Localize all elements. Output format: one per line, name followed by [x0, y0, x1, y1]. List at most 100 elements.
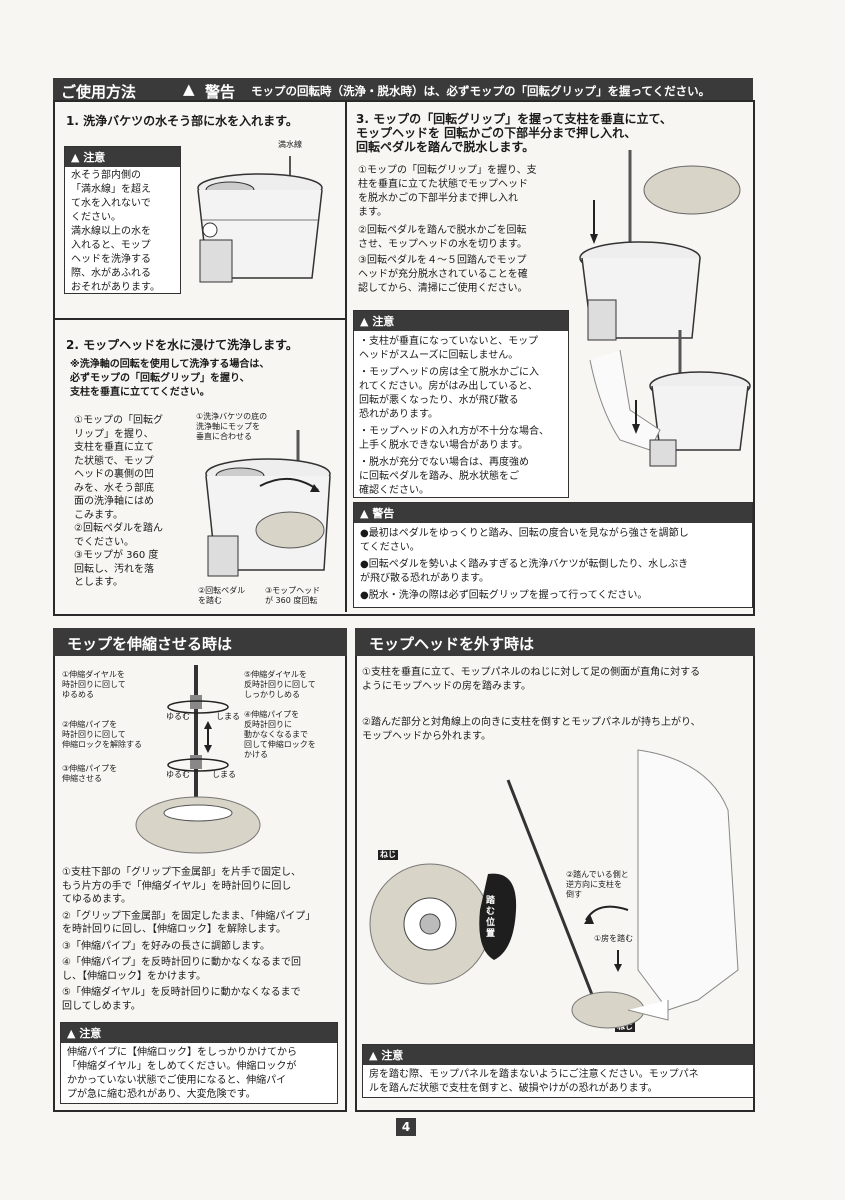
- text-line: ③モップヘッド: [265, 586, 321, 595]
- text-line: ・モップヘッドの入れ方が不十分な場合、: [359, 426, 549, 437]
- text-line: プが急に縮む恐れがあり、大変危険です。: [67, 1089, 256, 1100]
- extend-callout-1: ①伸縮ダイヤルを時計回りに回してゆるめる: [62, 670, 126, 700]
- extend-steps: ①支柱下部の「グリップ下金属部」を片手で固定し、もう片方の手で「伸縮ダイヤル」を…: [62, 866, 315, 1016]
- text-line: ます。: [358, 207, 387, 218]
- remove-caution-text: 房を踏む際、モップパネルを踏まないようにご注意ください。モップパネルを踏んだ状態…: [363, 1065, 753, 1099]
- text-line: ③「伸縮パイプ」を好みの長さに調節します。: [62, 940, 270, 952]
- text-line: もう片方の手で「伸縮ダイヤル」を時計回りに回し: [62, 880, 292, 892]
- caution-item: ・モップヘッドの房は全て脱水かごに入れてください。房がはみ出していると、回転が悪…: [359, 366, 563, 422]
- text-line: ③モップが 360 度: [74, 550, 159, 561]
- text-line: かける: [244, 750, 268, 759]
- tighten-label-2: しまる: [212, 770, 236, 779]
- text-line: 倒す: [566, 890, 582, 899]
- text-line: させ、モップヘッドの水を切ります。: [358, 239, 527, 250]
- warning-icon: ▲: [360, 507, 369, 520]
- text-line: を時計回りに回し、【伸縮ロック】を解除します。: [62, 924, 286, 935]
- extend-caution-box: ▲ 注意 伸縮パイプに【伸縮ロック】をしっかりかけてから「伸縮ダイヤル」をしめて…: [60, 1022, 338, 1104]
- text-line: 洗浄軸にモップを: [196, 422, 260, 431]
- text-line: 柱を垂直に立てた状態でモップヘッド: [358, 179, 528, 190]
- text-line: れてください。房がはみ出していると、: [359, 381, 538, 392]
- text-line: 「伸縮ダイヤル」をしめてください。伸縮ロックが: [67, 1061, 297, 1072]
- text-line: た状態で、モップ: [74, 455, 154, 467]
- text-line: 回転ペダルを踏んで脱水します。: [356, 140, 535, 154]
- text-line: モップヘッドから外れます。: [362, 731, 491, 742]
- text-line: ●脱水・洗浄の際は必ず回転グリップを握って行ってください。: [360, 590, 648, 601]
- step3-warning-header: ▲ 警告: [354, 503, 752, 523]
- text-line: 伸縮ロックを解除する: [62, 740, 142, 749]
- warning-item: ●最初はペダルをゆっくりと踏み、回転の度合いを見ながら強さを調節してください。: [360, 527, 746, 555]
- text-line: 回転が悪くなったり、水が飛び散る: [359, 395, 519, 406]
- loosen-label-2: ゆるむ: [166, 770, 190, 779]
- bucket-illustration-1: [197, 156, 323, 283]
- step1-caution-label: 注意: [83, 151, 106, 164]
- extend-caution-text: 伸縮パイプに【伸縮ロック】をしっかりかけてから「伸縮ダイヤル」をしめてください。…: [61, 1043, 337, 1105]
- text-line: みを、水そう部底: [74, 482, 154, 494]
- extend-step: ②「グリップ下金属部」を固定したまま、「伸縮パイプ」を時計回りに回し、【伸縮ロッ…: [62, 910, 315, 937]
- text-line: ②踏んでいる側と: [566, 870, 629, 879]
- text-line: ②回転ペダル: [198, 586, 246, 595]
- extend-step: ④「伸縮パイプ」を反時計回りに動かなくなるまで回し、【伸縮ロック】をかけます。: [62, 956, 315, 983]
- step3-caution-label: 注意: [372, 315, 395, 328]
- text-line: 必ずモップの「回転グリップ」を握り、: [70, 373, 250, 384]
- step1-caution-box: ▲ 注意 水そう部内側の「満水線」を超えて水を入れないでください。満水線以上の水…: [64, 146, 181, 294]
- step2-callout-pedal: ②回転ペダルを踏む: [198, 586, 245, 606]
- text-line: 逆方向に支柱を: [566, 880, 622, 889]
- spin-dry-illustration: [579, 150, 751, 467]
- text-line: おそれがあります。: [71, 282, 160, 293]
- text-line: が飛び散る恐れがあります。: [360, 573, 489, 584]
- remove-step-2: ②踏んだ部分と対角線上の向きに支柱を倒すとモップパネルが持ち上がり、モップヘッド…: [362, 716, 701, 744]
- text-line: ②伸縮パイプを: [62, 720, 118, 729]
- page-title: ご使用方法: [61, 83, 137, 101]
- loosen-label-1: ゆるむ: [166, 712, 190, 721]
- extend-step: ⑤「伸縮ダイヤル」を反時計回りに動かなくなるまで回してしめます。: [62, 986, 315, 1013]
- vertical-divider: [345, 102, 347, 612]
- extend-title-bar: モップを伸縮させる時は: [53, 628, 347, 656]
- text-line: 反時計回りに: [244, 720, 292, 729]
- text-line: ②「グリップ下金属部」を固定したまま、「伸縮パイプ」: [62, 910, 316, 922]
- step2-callout-rotate: ③モップヘッドが 360 度回転: [265, 586, 320, 606]
- remove-title-bar: モップヘッドを外す時は: [355, 628, 755, 656]
- text-line: に回転ペダルを踏み、脱水状態をご: [359, 471, 519, 482]
- extend-title: モップを伸縮させる時は: [67, 635, 233, 653]
- text-line: ゆるめる: [62, 690, 94, 699]
- extend-caution-header: ▲ 注意: [61, 1023, 337, 1043]
- step3-warning-label: 警告: [372, 507, 395, 520]
- step3-title: 3. モップの「回転グリップ」を握って支柱を垂直に立て、モップヘッドを 回転かご…: [356, 112, 672, 154]
- text-line: ・脱水が充分でない場合は、再度強め: [359, 457, 529, 468]
- extend-caution-label: 注意: [79, 1027, 102, 1040]
- text-line: ①洗浄バケツの底の: [196, 412, 268, 421]
- text-line: 支柱を垂直に立て: [74, 442, 154, 453]
- text-line: 回してしめます。: [62, 1000, 141, 1012]
- step2-title: 2. モップヘッドを水に浸けて洗浄します。: [66, 338, 298, 352]
- text-line: 認してから、清掃にご使用ください。: [358, 283, 528, 294]
- text-line: とします。: [74, 577, 123, 588]
- extend-step: ①支柱下部の「グリップ下金属部」を片手で固定し、もう片方の手で「伸縮ダイヤル」を…: [62, 866, 315, 907]
- text-line: 際、水があふれる: [71, 268, 151, 279]
- text-line: ④「伸縮パイプ」を反時計回りに動かなくなるまで回: [62, 957, 301, 968]
- text-line: が 360 度回転: [265, 596, 318, 605]
- text-line: 「満水線」を超え: [71, 184, 151, 195]
- text-line: 支柱を垂直に立ててください。: [70, 387, 210, 398]
- step1-title: 1. 洗浄バケツの水そう部に水を入れます。: [66, 114, 298, 128]
- text-line: 3. モップの「回転グリップ」を握って支柱を垂直に立て、: [356, 112, 672, 126]
- step1-caution-header: ▲ 注意: [65, 147, 180, 167]
- text-line: しっかりしめる: [244, 690, 300, 699]
- text-line: ②踏んだ部分と対角線上の向きに支柱を倒すとモップパネルが持ち上がり、: [362, 717, 701, 728]
- step3-body-3: ③回転ペダルを４～５回踏んでモップヘッドが充分脱水されていることを確認してから、…: [358, 254, 528, 296]
- text-line: ①モップの「回転グ: [74, 415, 163, 426]
- text-line: 時計回りに回して: [62, 680, 126, 689]
- screw-label-1: ねじ: [378, 850, 398, 860]
- text-line: ヘッドを洗浄する: [71, 254, 151, 265]
- text-line: し、【伸縮ロック】をかけます。: [62, 970, 206, 982]
- warning-item: ●脱水・洗浄の際は必ず回転グリップを握って行ってください。: [360, 589, 746, 603]
- text-line: を脱水かごの下部半分まで押し入れ: [358, 193, 518, 204]
- step3-warning-box: ▲ 警告 ●最初はペダルをゆっくりと踏み、回転の度合いを見ながら強さを調節してく…: [353, 502, 753, 608]
- text-line: かかっていない状態でご使用になると、伸縮パイ: [67, 1075, 287, 1086]
- page-number: 4: [396, 1118, 416, 1136]
- step2-note: ※洗浄軸の回転を使用して洗浄する場合は、必ずモップの「回転グリップ」を握り、支柱…: [70, 358, 269, 400]
- text-line: でください。: [74, 536, 134, 548]
- step2-body: ①モップの「回転グリップ」を握り、支柱を垂直に立てた状態で、モップヘッドの裏側の…: [74, 414, 163, 590]
- text-line: ②回転ペダルを踏んで脱水かごを回転: [358, 225, 527, 236]
- text-line: 反時計回りに回して: [244, 680, 316, 689]
- screw-label-3: ねじ: [615, 1022, 635, 1032]
